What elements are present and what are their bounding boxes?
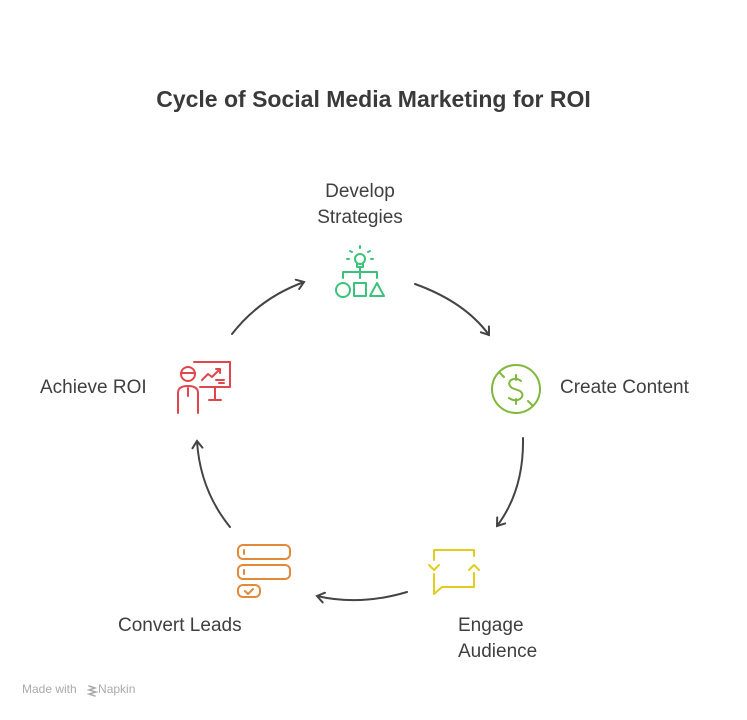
step-achieve-roi-label: Achieve ROI	[40, 377, 147, 398]
cycle-arrow-2	[414, 283, 491, 337]
footer-attribution: Made with Napkin	[22, 682, 135, 696]
footer-brand: Napkin	[98, 682, 136, 696]
napkin-logo-icon	[86, 685, 99, 697]
dollar-circle-icon	[491, 364, 541, 414]
step-engage-audience-label: Engage Audience	[458, 613, 537, 665]
chat-cycle-icon	[428, 549, 480, 595]
cycle-arrow-4	[315, 591, 408, 604]
label-line: Audience	[458, 641, 538, 662]
cycle-arrow-3	[495, 437, 525, 528]
step-convert-leads-label: Convert Leads	[118, 615, 242, 636]
presenter-chart-icon	[177, 361, 231, 414]
label-line: Strategies	[317, 207, 403, 228]
step-develop-strategies-label: Develop Strategies	[290, 179, 430, 231]
step-create-content-label: Create Content	[560, 377, 689, 398]
diagram-title: Cycle of Social Media Marketing for ROI	[156, 86, 591, 112]
label-line: Engage	[458, 615, 524, 636]
form-checklist-icon	[237, 544, 291, 598]
label-line: Develop	[325, 181, 395, 202]
footer-text: Made with	[22, 682, 77, 696]
cycle-arrow-5	[191, 439, 231, 528]
lightbulb-flowchart-icon	[335, 245, 385, 298]
cycle-arrow-1	[231, 278, 306, 335]
